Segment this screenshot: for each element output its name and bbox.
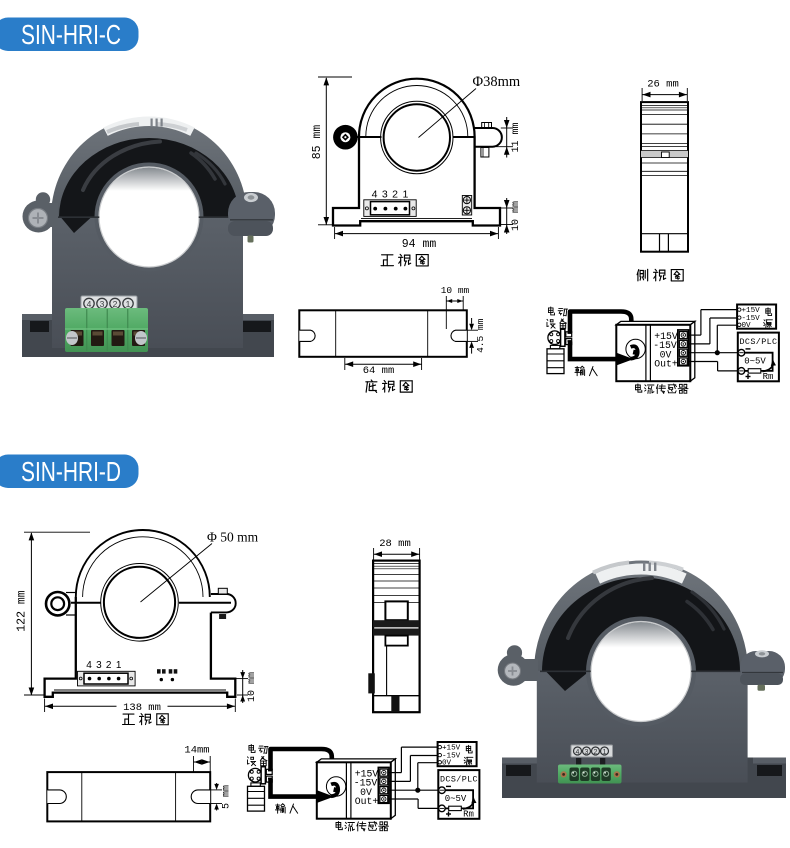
svg-text:4: 4 bbox=[87, 299, 92, 309]
svg-text:+15V: +15V bbox=[442, 745, 461, 753]
svg-text:10 mm: 10 mm bbox=[441, 285, 470, 296]
svg-text:Φ 50 mm: Φ 50 mm bbox=[207, 530, 259, 545]
svg-text:-15V: -15V bbox=[354, 778, 378, 789]
svg-text:Φ38mm: Φ38mm bbox=[473, 74, 521, 90]
svg-text:1: 1 bbox=[603, 749, 607, 756]
svg-text:+15V: +15V bbox=[742, 307, 761, 315]
svg-text:DCS/PLC: DCS/PLC bbox=[740, 337, 778, 347]
svg-text:Out+: Out+ bbox=[355, 796, 379, 807]
svg-text:+15V: +15V bbox=[355, 768, 379, 779]
svg-text:3: 3 bbox=[100, 299, 105, 309]
svg-text:0V: 0V bbox=[360, 787, 372, 798]
svg-text:4: 4 bbox=[86, 660, 92, 671]
svg-text:64 mm: 64 mm bbox=[363, 365, 395, 377]
svg-text:1: 1 bbox=[116, 660, 122, 671]
svg-text:122 mm: 122 mm bbox=[16, 590, 29, 632]
svg-text:94 mm: 94 mm bbox=[402, 238, 437, 251]
svg-text:2: 2 bbox=[392, 188, 398, 200]
svg-text:26 mm: 26 mm bbox=[647, 79, 679, 91]
svg-text:3: 3 bbox=[585, 749, 589, 756]
svg-text:5 mm: 5 mm bbox=[222, 785, 233, 809]
svg-text:-15V: -15V bbox=[742, 315, 761, 323]
svg-text:0V: 0V bbox=[742, 322, 752, 330]
svg-text:Out+: Out+ bbox=[654, 358, 678, 369]
svg-text:-15V: -15V bbox=[653, 340, 677, 351]
svg-text:SIN-HRI-C: SIN-HRI-C bbox=[21, 19, 121, 50]
svg-text:2: 2 bbox=[113, 299, 118, 309]
svg-text:4: 4 bbox=[576, 749, 580, 756]
svg-text:DCS/PLC: DCS/PLC bbox=[440, 775, 478, 785]
svg-text:138 mm: 138 mm bbox=[123, 702, 161, 714]
svg-text:2: 2 bbox=[594, 749, 598, 756]
svg-text:4: 4 bbox=[372, 188, 378, 200]
svg-text:0~5V: 0~5V bbox=[445, 794, 467, 804]
svg-text:4.5 mm: 4.5 mm bbox=[475, 318, 486, 353]
svg-text:0V: 0V bbox=[660, 349, 672, 360]
svg-text:-15V: -15V bbox=[442, 753, 461, 761]
svg-text:10 mm: 10 mm bbox=[247, 672, 258, 702]
svg-text:0V: 0V bbox=[442, 760, 452, 768]
svg-text:SIN-HRI-D: SIN-HRI-D bbox=[21, 456, 121, 487]
svg-text:0~5V: 0~5V bbox=[744, 357, 766, 367]
svg-text:1: 1 bbox=[402, 188, 408, 200]
svg-text:3: 3 bbox=[382, 188, 388, 200]
svg-text:10 mm: 10 mm bbox=[511, 201, 522, 231]
svg-text:2: 2 bbox=[106, 660, 112, 671]
svg-text:Rm: Rm bbox=[763, 372, 774, 382]
svg-text:14mm: 14mm bbox=[184, 745, 209, 757]
svg-text:3: 3 bbox=[96, 660, 102, 671]
svg-text:1: 1 bbox=[126, 299, 131, 309]
svg-text:Rm: Rm bbox=[463, 810, 474, 820]
svg-text:85 mm: 85 mm bbox=[311, 125, 324, 160]
svg-text:+15V: +15V bbox=[654, 331, 678, 342]
svg-text:28 mm: 28 mm bbox=[379, 538, 411, 550]
svg-text:11 mm: 11 mm bbox=[511, 122, 522, 152]
